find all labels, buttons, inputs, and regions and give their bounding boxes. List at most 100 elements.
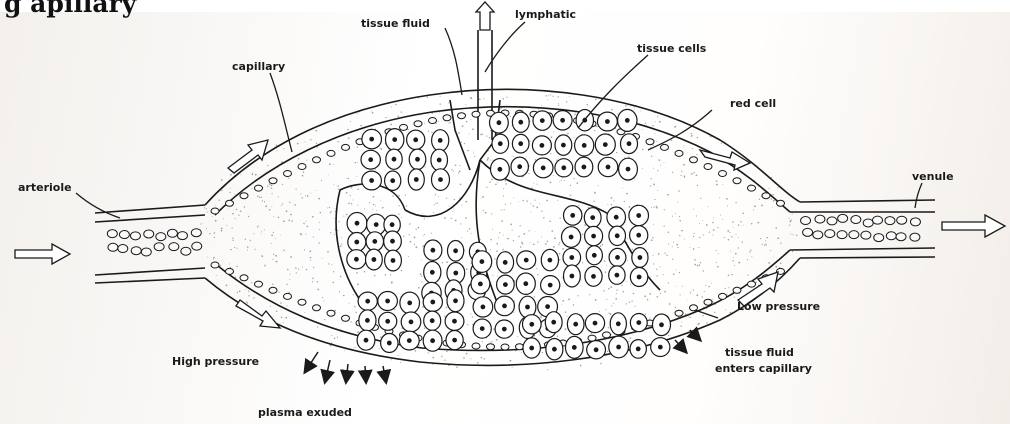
flow-arrow-cap-bottom-left	[236, 300, 280, 328]
cell-nucleus	[453, 319, 457, 323]
stipple-dot	[482, 341, 483, 342]
stipple-dot	[375, 169, 376, 170]
stipple-dot	[473, 152, 474, 153]
stipple-dot	[676, 286, 677, 287]
red-cell	[675, 150, 683, 156]
stipple-dot	[591, 333, 592, 334]
stipple-dot	[587, 104, 589, 106]
red-cell	[646, 139, 654, 145]
stipple-dot	[761, 205, 763, 207]
stipple-dot	[653, 168, 654, 169]
stipple-dot	[510, 360, 512, 362]
stipple-dot	[310, 257, 312, 259]
stipple-dot	[733, 227, 734, 228]
stipple-dot	[765, 240, 766, 241]
stipple-dot	[566, 101, 567, 102]
stipple-dot	[693, 289, 694, 290]
stipple-dot	[253, 297, 254, 298]
stipple-dot	[664, 209, 665, 210]
stipple-dot	[673, 242, 674, 243]
stipple-dot	[513, 312, 514, 313]
stipple-dot	[406, 205, 408, 207]
stipple-dot	[264, 201, 265, 202]
stipple-dot	[678, 190, 680, 192]
cell-nucleus	[480, 327, 484, 331]
cell-nucleus	[481, 305, 485, 309]
stipple-dot	[357, 205, 358, 206]
stipple-dot	[530, 242, 531, 243]
stipple-dot	[675, 213, 676, 214]
cell-nucleus	[390, 223, 394, 227]
stipple-dot	[679, 220, 681, 222]
stipple-dot	[728, 239, 730, 241]
stipple-dot	[450, 122, 451, 123]
stipple-dot	[684, 175, 686, 177]
stipple-dot	[564, 180, 565, 181]
label-venule: venule	[912, 170, 954, 183]
stipple-dot	[706, 224, 708, 226]
stipple-dot	[349, 303, 350, 304]
stipple-dot	[705, 285, 706, 286]
stipple-dot	[696, 215, 697, 216]
stipple-dot	[537, 241, 538, 242]
stipple-dot	[262, 200, 263, 201]
cell-nucleus	[530, 346, 534, 350]
stipple-dot	[290, 214, 292, 216]
stipple-dot	[729, 232, 730, 233]
stipple-dot	[424, 218, 425, 219]
stipple-dot	[735, 202, 736, 203]
stipple-dot	[278, 291, 279, 292]
stipple-dot	[673, 273, 675, 275]
stipple-dot	[206, 228, 207, 229]
stipple-dot	[559, 181, 560, 182]
stipple-dot	[480, 134, 481, 135]
stipple-dot	[306, 221, 307, 222]
stipple-dot	[758, 222, 760, 224]
stipple-dot	[697, 324, 698, 325]
red-cell	[910, 218, 920, 226]
stipple-dot	[635, 306, 636, 307]
stipple-dot	[461, 237, 462, 238]
stipple-dot	[547, 99, 548, 100]
stipple-dot	[679, 235, 680, 236]
stipple-dot	[454, 199, 455, 200]
stipple-dot	[375, 206, 376, 207]
red-cell	[429, 118, 437, 124]
red-cell	[458, 113, 466, 119]
stipple-dot	[505, 183, 507, 185]
stipple-dot	[634, 108, 635, 109]
label-tissue-fluid-enters-line2: enters capillary	[715, 362, 812, 375]
stipple-dot	[522, 200, 523, 201]
stipple-dot	[694, 264, 696, 266]
stipple-dot	[425, 166, 426, 167]
stipple-dot	[343, 295, 345, 297]
stipple-dot	[495, 184, 497, 186]
cell-nucleus	[364, 338, 368, 342]
stipple-dot	[528, 230, 529, 231]
stipple-dot	[415, 350, 417, 352]
stipple-dot	[570, 195, 571, 196]
stipple-dot	[650, 178, 651, 179]
stipple-dot	[380, 200, 381, 201]
stipple-dot	[699, 264, 700, 265]
stipple-dot	[535, 200, 536, 201]
stipple-dot	[747, 259, 748, 260]
stipple-dot	[703, 234, 704, 235]
cell-nucleus	[615, 234, 619, 238]
stipple-dot	[356, 176, 357, 177]
stipple-dot	[540, 258, 541, 259]
stipple-dot	[523, 233, 525, 235]
stipple-dot	[271, 206, 272, 207]
stipple-dot	[742, 242, 743, 243]
stipple-dot	[204, 207, 205, 208]
stipple-dot	[793, 234, 794, 235]
stipple-dot	[672, 172, 673, 173]
stipple-dot	[728, 287, 729, 288]
stipple-dot	[232, 213, 234, 215]
red-cell	[226, 268, 234, 274]
stipple-dot	[261, 233, 262, 234]
cell-nucleus	[416, 158, 420, 162]
stipple-dot	[608, 313, 609, 314]
stipple-dot	[504, 180, 505, 181]
stipple-dot	[265, 205, 267, 207]
